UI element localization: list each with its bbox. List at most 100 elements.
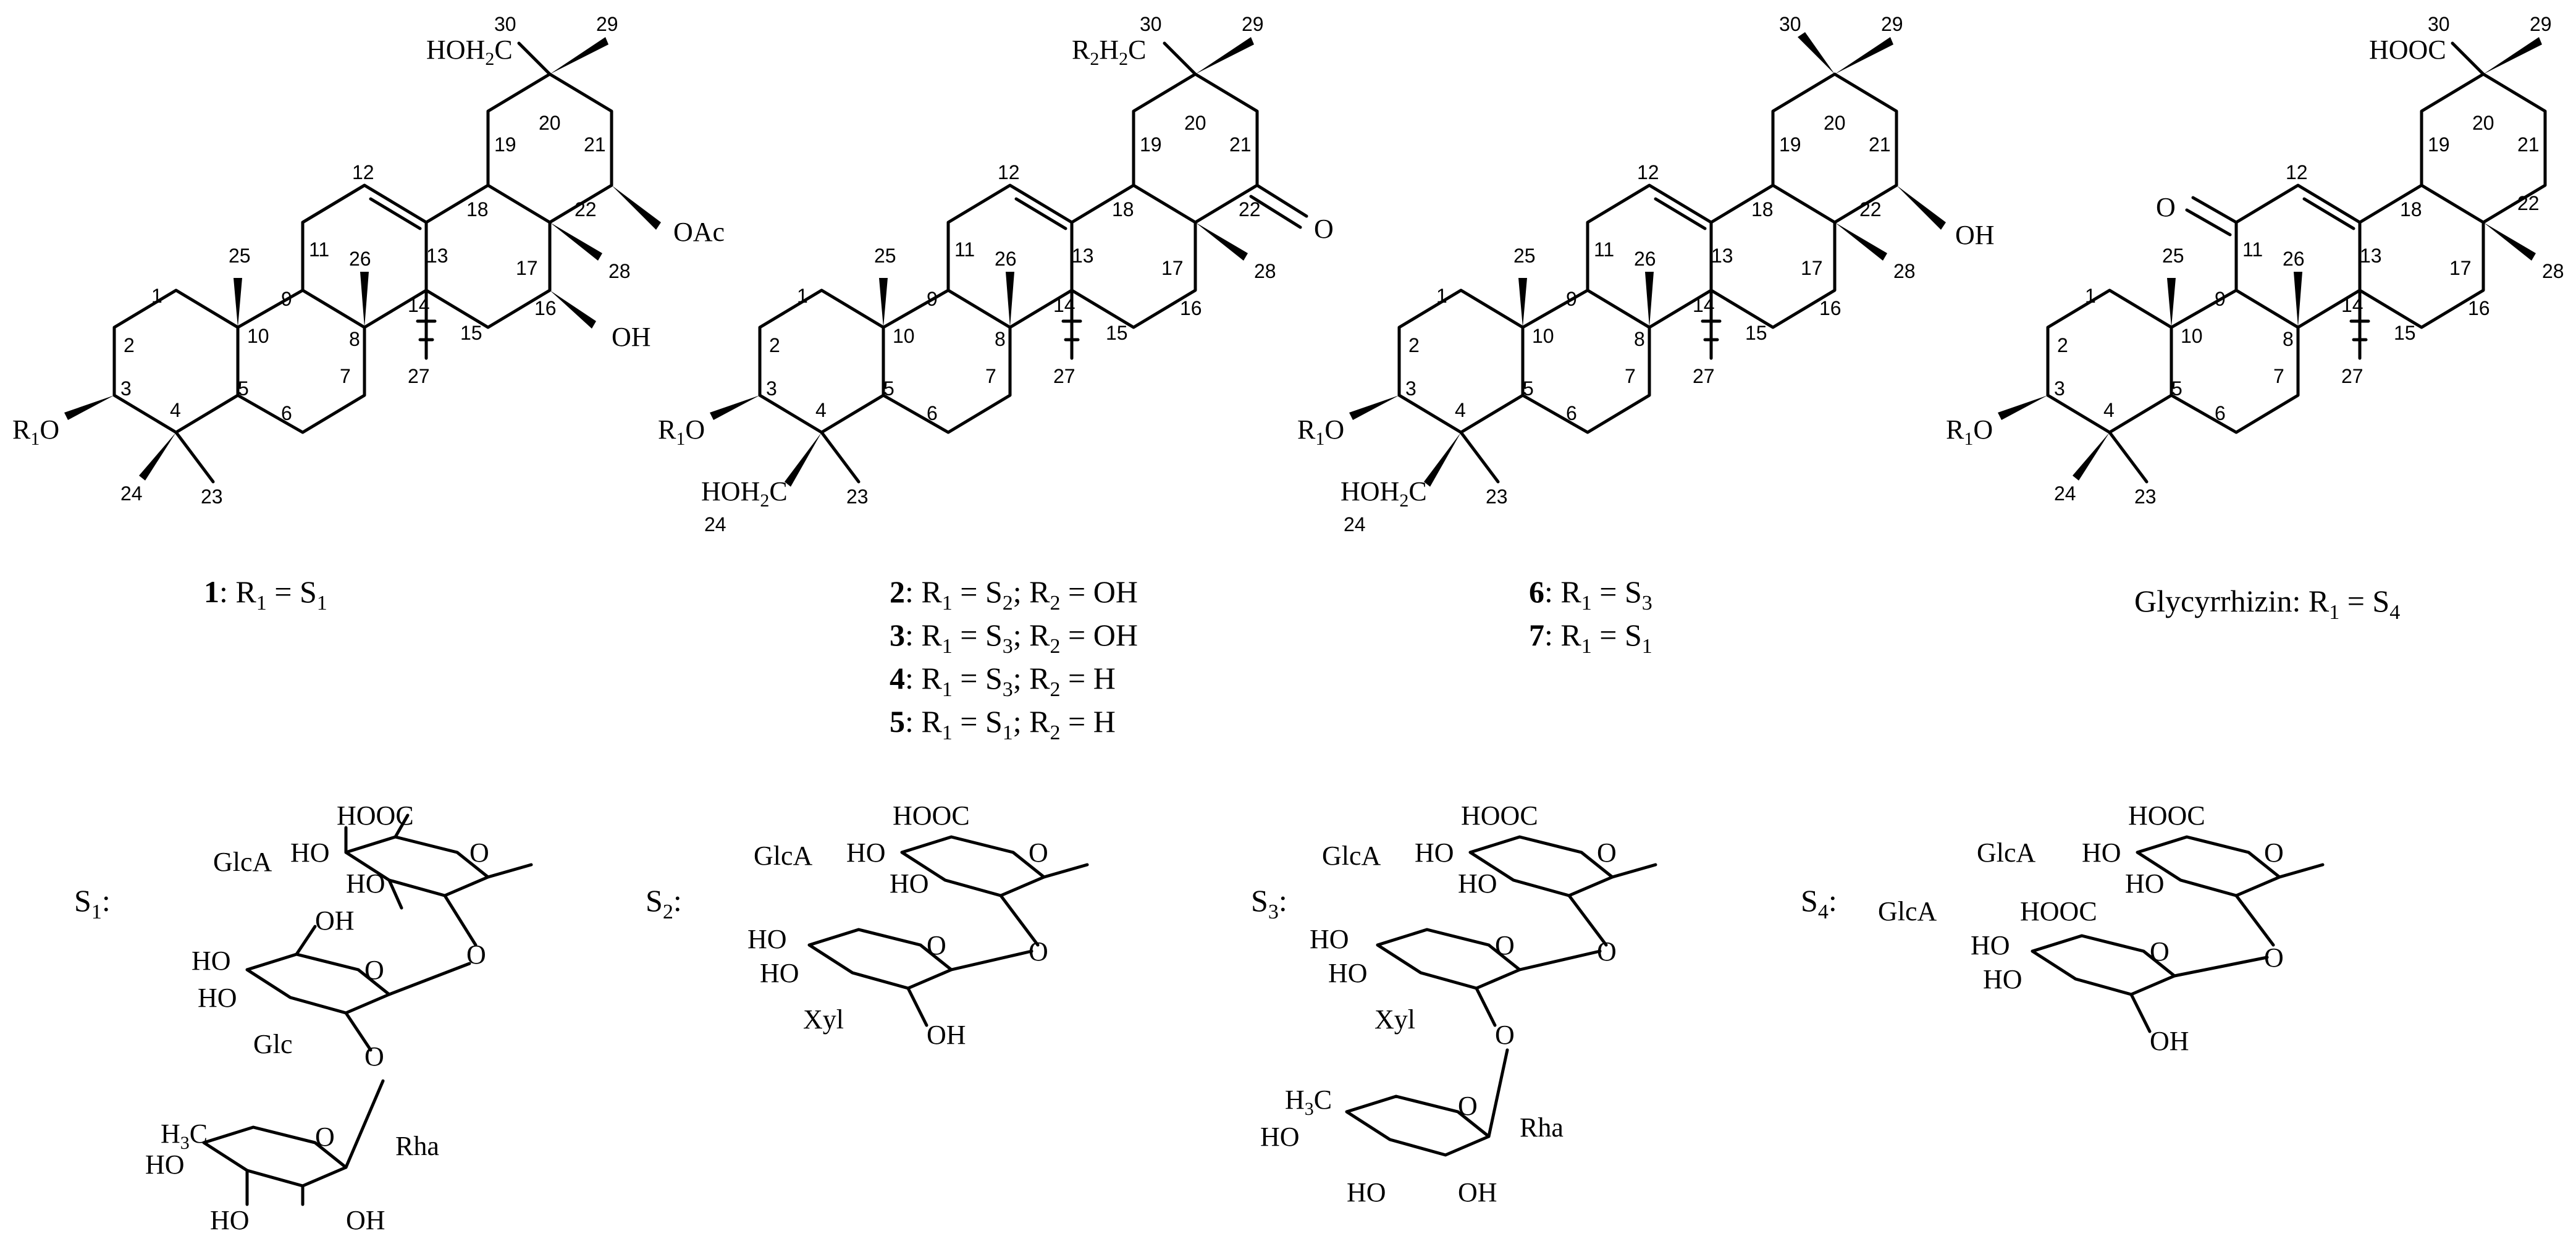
compound-2-5-captions: 2: R1 = S2; R2 = OH 3: R1 = S3; R2 = OH … <box>890 574 1138 744</box>
atom-number: 7 <box>985 365 996 387</box>
atom-number: 30 <box>1779 13 1801 35</box>
atom-number: 5 <box>883 377 894 400</box>
ho-label: HO <box>210 1205 250 1235</box>
compound-6-caption: 6: R1 = S3 <box>1529 574 1652 615</box>
atom-number: 23 <box>2134 485 2157 508</box>
glycyrrhizin-structure: HOOC O R1O 30 29 20 19 21 22 12 18 11 13… <box>1946 13 2564 624</box>
glca-unit-label: GlcA <box>213 847 272 877</box>
atom-number: 22 <box>1859 198 1882 220</box>
s2-label: S2: <box>646 883 682 923</box>
atom-number: 17 <box>516 257 538 279</box>
atom-number: 28 <box>1254 260 1276 282</box>
glca-unit-label: GlcA <box>1977 838 2036 868</box>
atom-number: 29 <box>2530 13 2552 35</box>
atom-number: 19 <box>2428 133 2450 156</box>
link-o-label: O <box>466 939 486 970</box>
atom-number: 13 <box>426 245 448 267</box>
atom-number: 9 <box>1566 288 1577 310</box>
atom-number: 20 <box>1824 112 1846 134</box>
atom-number: 15 <box>2394 322 2416 344</box>
compound-1-caption: 1: R1 = S1 <box>204 574 327 615</box>
atom-number: 20 <box>1184 112 1206 134</box>
atom-number: 19 <box>1140 133 1162 156</box>
atom-number: 18 <box>466 198 489 220</box>
atom-number: 28 <box>2542 260 2564 282</box>
ho-label: HO <box>346 868 385 899</box>
ring-o-label: O <box>315 1122 335 1152</box>
atom-number: 21 <box>2517 133 2540 156</box>
compound-1-atom-numbers: 30 29 20 19 21 22 12 18 11 13 17 25 26 2… <box>120 13 631 508</box>
ho-label: HO <box>1458 868 1497 899</box>
ring-o-label: O <box>469 838 489 868</box>
atom-number: 2 <box>769 334 780 356</box>
atom-number: 7 <box>340 365 351 387</box>
atom-number: 30 <box>1140 13 1162 35</box>
atom-number: 5 <box>2171 377 2182 400</box>
atom-number: 28 <box>608 260 631 282</box>
atom-number: 4 <box>170 399 181 421</box>
ho-label: HO <box>198 983 237 1013</box>
compound-1-structure: HOH2C OAc OH R1O 30 29 20 19 21 22 12 18… <box>12 13 725 615</box>
atom-number: 4 <box>815 399 827 421</box>
atom-number: 10 <box>1532 325 1554 347</box>
atom-number: 15 <box>1106 322 1128 344</box>
compound-7-caption: 7: R1 = S1 <box>1529 618 1652 658</box>
sugar-s1-structure: S1: HOOC HO HO O O GlcA OH HO HO O Glc O… <box>74 800 533 1235</box>
atom-number: 14 <box>1053 294 1075 316</box>
atom-number: 22 <box>575 198 597 220</box>
atom-number: 15 <box>1745 322 1767 344</box>
atom-number: 17 <box>2449 257 2472 279</box>
atom-number: 11 <box>309 238 329 261</box>
xyl-unit-label: Xyl <box>803 1004 844 1035</box>
atom-number: 21 <box>1229 133 1252 156</box>
atom-number: 1 <box>1436 285 1447 307</box>
atom-number: 16 <box>1819 297 1842 319</box>
h3c-label: H3C <box>1285 1085 1332 1119</box>
ho-label: HO <box>2082 838 2121 868</box>
sugar-s3-structure: S3: HOOC HO HO O O GlcA HO HO O Xyl O H3… <box>1251 800 1657 1208</box>
r1o-label: R1O <box>1946 414 1993 449</box>
atom-number: 2 <box>124 334 135 356</box>
s4-label: S4: <box>1801 883 1837 923</box>
atom-number: 7 <box>1625 365 1636 387</box>
hooc-label: HOOC <box>2128 800 2205 831</box>
oh-label: OH <box>927 1020 966 1050</box>
atom-number: 17 <box>1161 257 1184 279</box>
c30-r2-group-label: R2H2C <box>1072 35 1147 69</box>
atom-number: 26 <box>349 248 371 270</box>
ring-o-label: O <box>1495 930 1515 960</box>
atom-number: 11 <box>1594 238 1614 261</box>
glycyrrhizin-atom-numbers: 30 29 20 19 21 22 12 18 11 13 17 25 26 2… <box>2054 13 2564 508</box>
atom-number: 10 <box>2181 325 2203 347</box>
c22-oac-label: OAc <box>673 217 725 247</box>
atom-number: 29 <box>596 13 618 35</box>
atom-number: 3 <box>1405 377 1416 400</box>
link-o-label: O <box>1597 936 1617 967</box>
oh-label: OH <box>315 905 355 936</box>
atom-number: 12 <box>1637 161 1659 183</box>
atom-number: 21 <box>1869 133 1891 156</box>
r1o-label: R1O <box>1297 414 1344 449</box>
atom-number: 14 <box>2341 294 2363 316</box>
c16-oh-label: OH <box>612 322 651 352</box>
atom-number: 4 <box>1455 399 1466 421</box>
atom-number: 26 <box>2283 248 2305 270</box>
ring-o-label: O <box>1029 838 1048 868</box>
ho-label: HO <box>760 958 799 988</box>
atom-number: 17 <box>1801 257 1823 279</box>
atom-number: 25 <box>229 245 251 267</box>
atom-number: 22 <box>2517 192 2540 214</box>
atom-number: 8 <box>2283 328 2294 350</box>
xyl-unit-label: Xyl <box>1374 1004 1415 1035</box>
atom-number: 9 <box>927 288 938 310</box>
ring-o-label: O <box>1597 838 1617 868</box>
ho-label: HO <box>846 838 886 868</box>
hooc-label: HOOC <box>1461 800 1538 831</box>
c11-ketone-o-label: O <box>2156 192 2176 222</box>
atom-number: 7 <box>2273 365 2284 387</box>
atom-number: 27 <box>2341 365 2363 387</box>
ho-label: HO <box>192 946 231 976</box>
atom-number: 25 <box>874 245 896 267</box>
atom-number: 26 <box>995 248 1017 270</box>
